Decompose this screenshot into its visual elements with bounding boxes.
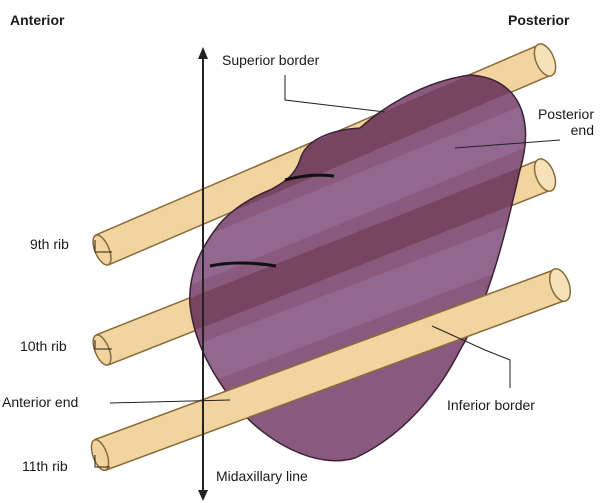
posterior-end-label: Posterior end xyxy=(516,106,594,138)
anterior-label: Anterior xyxy=(10,12,64,28)
midaxillary-line-label: Midaxillary line xyxy=(216,468,308,484)
anterior-end-label: Anterior end xyxy=(2,394,78,410)
leader-superior-border xyxy=(285,75,385,112)
rib-11-label: 11th rib xyxy=(22,458,68,474)
rib-10-label: 10th rib xyxy=(20,338,67,354)
rib-9-label: 9th rib xyxy=(30,236,69,252)
posterior-label: Posterior xyxy=(508,12,569,28)
superior-border-label: Superior border xyxy=(222,52,319,68)
inferior-border-label: Inferior border xyxy=(447,397,535,413)
